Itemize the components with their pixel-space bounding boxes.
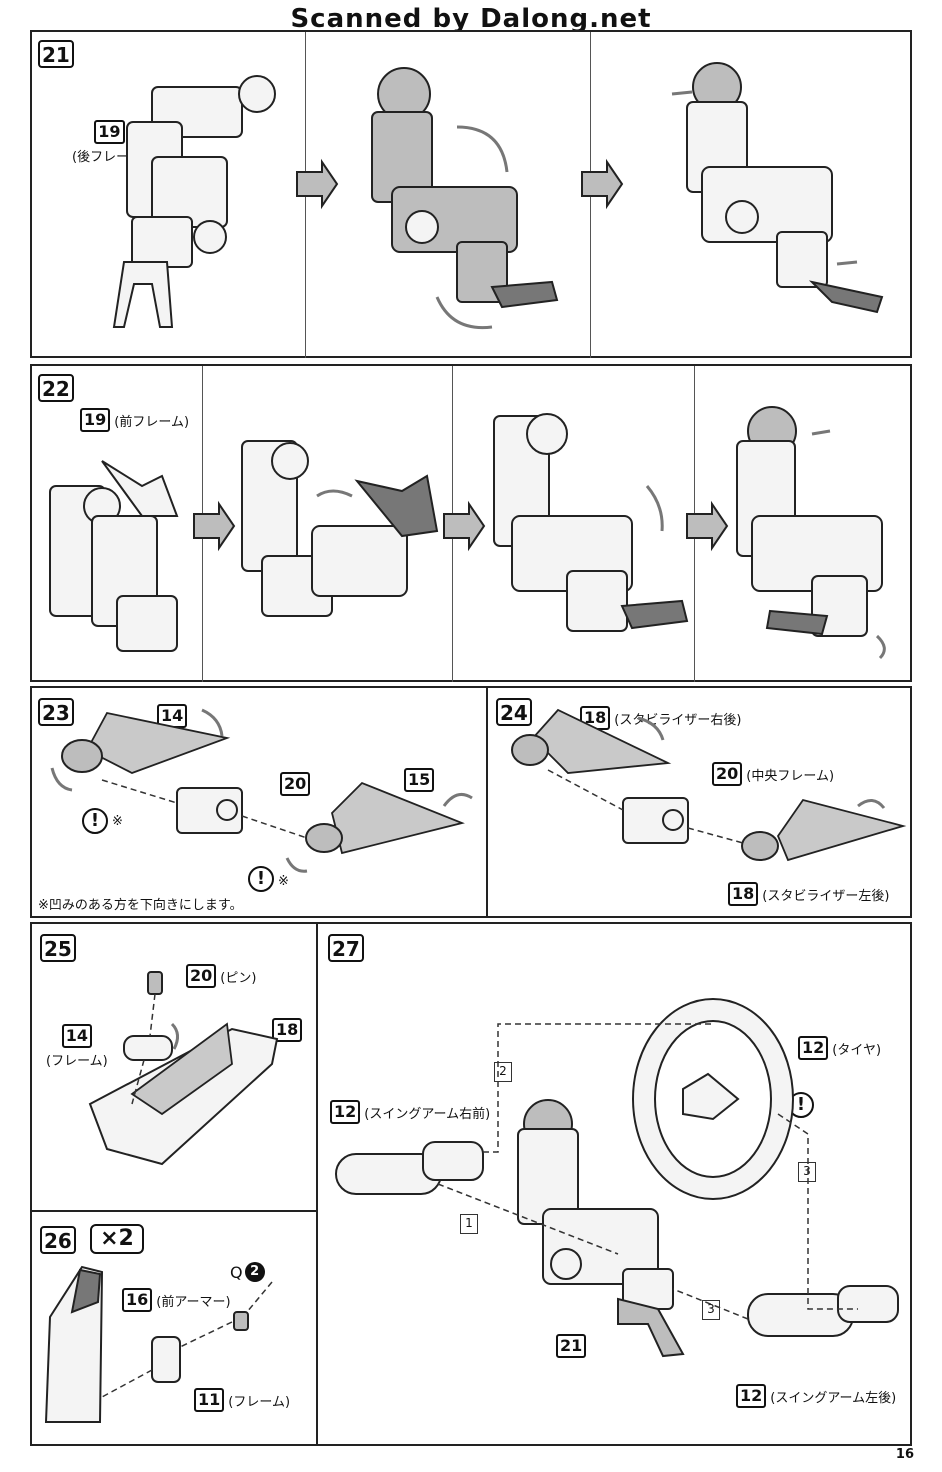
step-26-illustration xyxy=(44,1265,273,1423)
part-number: 19 xyxy=(80,408,111,432)
step-number: 27 xyxy=(328,934,364,962)
tire xyxy=(632,998,794,1200)
step-number: 24 xyxy=(496,698,532,726)
part-number: 20 xyxy=(280,772,311,796)
part-callout: 19 (前フレーム) xyxy=(80,408,189,432)
caution-mark: ※ xyxy=(112,814,123,829)
quantity-badge: ×2 xyxy=(90,1224,144,1254)
part-callout: 16 (前アーマー) xyxy=(122,1288,231,1312)
part-number: 12 xyxy=(798,1036,829,1060)
part-callout: 18 (スタビライザー右後) xyxy=(580,706,741,730)
step-number: 21 xyxy=(38,40,74,68)
part-callout: 19 (後フレーム) xyxy=(72,120,147,165)
part-label: (ピン) xyxy=(220,970,257,986)
step-arrow xyxy=(686,500,729,552)
sequence-number: 3 xyxy=(798,1162,816,1182)
step-25-illustration xyxy=(88,971,279,1166)
step-number: 22 xyxy=(38,374,74,402)
step-number: 25 xyxy=(40,934,76,962)
part-callout: 12 (タイヤ) xyxy=(798,1036,881,1060)
step-arrow xyxy=(296,158,339,210)
part-label: (スイングアーム左後) xyxy=(770,1390,897,1406)
mech-leg-figure xyxy=(371,67,559,330)
caution-icon: ! xyxy=(248,866,274,892)
step-26-panel: 26 ×2 Q 2 16 (前アーマー) 11 (フレーム) xyxy=(30,1210,318,1446)
part-callout: 14 (フレーム) xyxy=(46,1024,108,1069)
mech-leg-figure xyxy=(49,460,179,652)
caution-icon: ! xyxy=(82,808,108,834)
part-callout: 12 (スイングアーム左後) xyxy=(736,1384,896,1408)
part-number: 20 xyxy=(186,964,217,988)
step-arrow xyxy=(581,158,624,210)
swing-arm-front xyxy=(335,1141,484,1195)
step-number: 26 xyxy=(40,1226,76,1254)
step-24-illustration xyxy=(511,708,907,862)
part-number: 12 xyxy=(330,1100,361,1124)
part-label: (フレーム) xyxy=(46,1054,108,1069)
part-label: (タイヤ) xyxy=(832,1042,882,1058)
step-21-illustration xyxy=(112,62,884,330)
part-label: (スタビライザー左後) xyxy=(762,888,890,904)
step-22-illustration xyxy=(49,406,886,660)
step-arrow xyxy=(443,500,486,552)
part-number: 14 xyxy=(61,1024,93,1048)
part-number: 15 xyxy=(404,768,435,792)
step-25-panel: 25 20 (ピン) 14 (フレーム) 18 xyxy=(30,922,318,1212)
step-24-panel: 24 18 (スタビライザー右後) 20 (中央フレーム) 18 (スタビライザ… xyxy=(486,686,912,918)
step-27-illustration xyxy=(335,998,899,1358)
part-label: (フレーム) xyxy=(228,1394,291,1410)
part-number: 11 xyxy=(194,1388,225,1412)
step-23-illustration xyxy=(50,708,473,873)
sequence-number: 1 xyxy=(460,1214,478,1234)
polycap-label: Q 2 xyxy=(230,1262,265,1282)
instruction-note: ※凹みのある方を下向きにします。 xyxy=(38,898,243,913)
part-callout: 12 (スイングアーム右前) xyxy=(330,1100,490,1124)
part-callout: 20 (ピン) xyxy=(186,964,256,988)
mech-leg-figure xyxy=(112,75,276,328)
step-27-panel: 27 12 (タイヤ) 12 (スイングアーム右前) 21 12 (スイングアー… xyxy=(316,922,912,1446)
part-label: (前フレーム) xyxy=(114,414,190,430)
mech-leg-figure xyxy=(493,413,689,632)
part-number: 16 xyxy=(122,1288,153,1312)
part-number: 21 xyxy=(556,1334,587,1358)
part-callout: 11 (フレーム) xyxy=(194,1388,290,1412)
part-number: 20 xyxy=(712,762,743,786)
page-number: 16 xyxy=(895,1447,914,1462)
step-21-panel: 21 19 (後フレーム) xyxy=(30,30,912,358)
part-label: (前アーマー) xyxy=(156,1294,231,1310)
part-label: (スタビライザー右後) xyxy=(614,712,742,728)
part-callout: 15 xyxy=(404,768,435,792)
part-callout: 21 xyxy=(556,1334,587,1358)
caution-mark: ※ xyxy=(278,874,289,889)
part-number: 18 xyxy=(728,882,759,906)
sequence-number: 3 xyxy=(702,1300,720,1320)
step-arrow xyxy=(193,500,236,552)
polycap-number: 2 xyxy=(244,1262,265,1282)
part-number: 12 xyxy=(736,1384,767,1408)
part-callout: 20 (中央フレーム) xyxy=(712,762,834,786)
polycap-letter: Q xyxy=(230,1262,243,1282)
mech-leg-figure xyxy=(241,440,439,617)
part-callout: 20 xyxy=(280,772,311,796)
part-callout: 18 (スタビライザー左後) xyxy=(728,882,889,906)
step-23-panel: 23 14 20 15 ! ※ ! ※ ※凹みのある方を下向きにします。 xyxy=(30,686,488,918)
step-22-panel: 22 19 (前フレーム) xyxy=(30,364,912,682)
mech-leg-figure xyxy=(671,62,884,314)
part-label: (スイングアーム右前) xyxy=(364,1106,491,1122)
watermark-text: Scanned by Dalong.net xyxy=(290,4,652,34)
part-label: (中央フレーム) xyxy=(746,768,835,784)
mech-leg-figure xyxy=(736,406,886,660)
part-number: 19 xyxy=(94,120,125,144)
step-number: 23 xyxy=(38,698,74,726)
swing-arm-rear xyxy=(747,1285,899,1337)
